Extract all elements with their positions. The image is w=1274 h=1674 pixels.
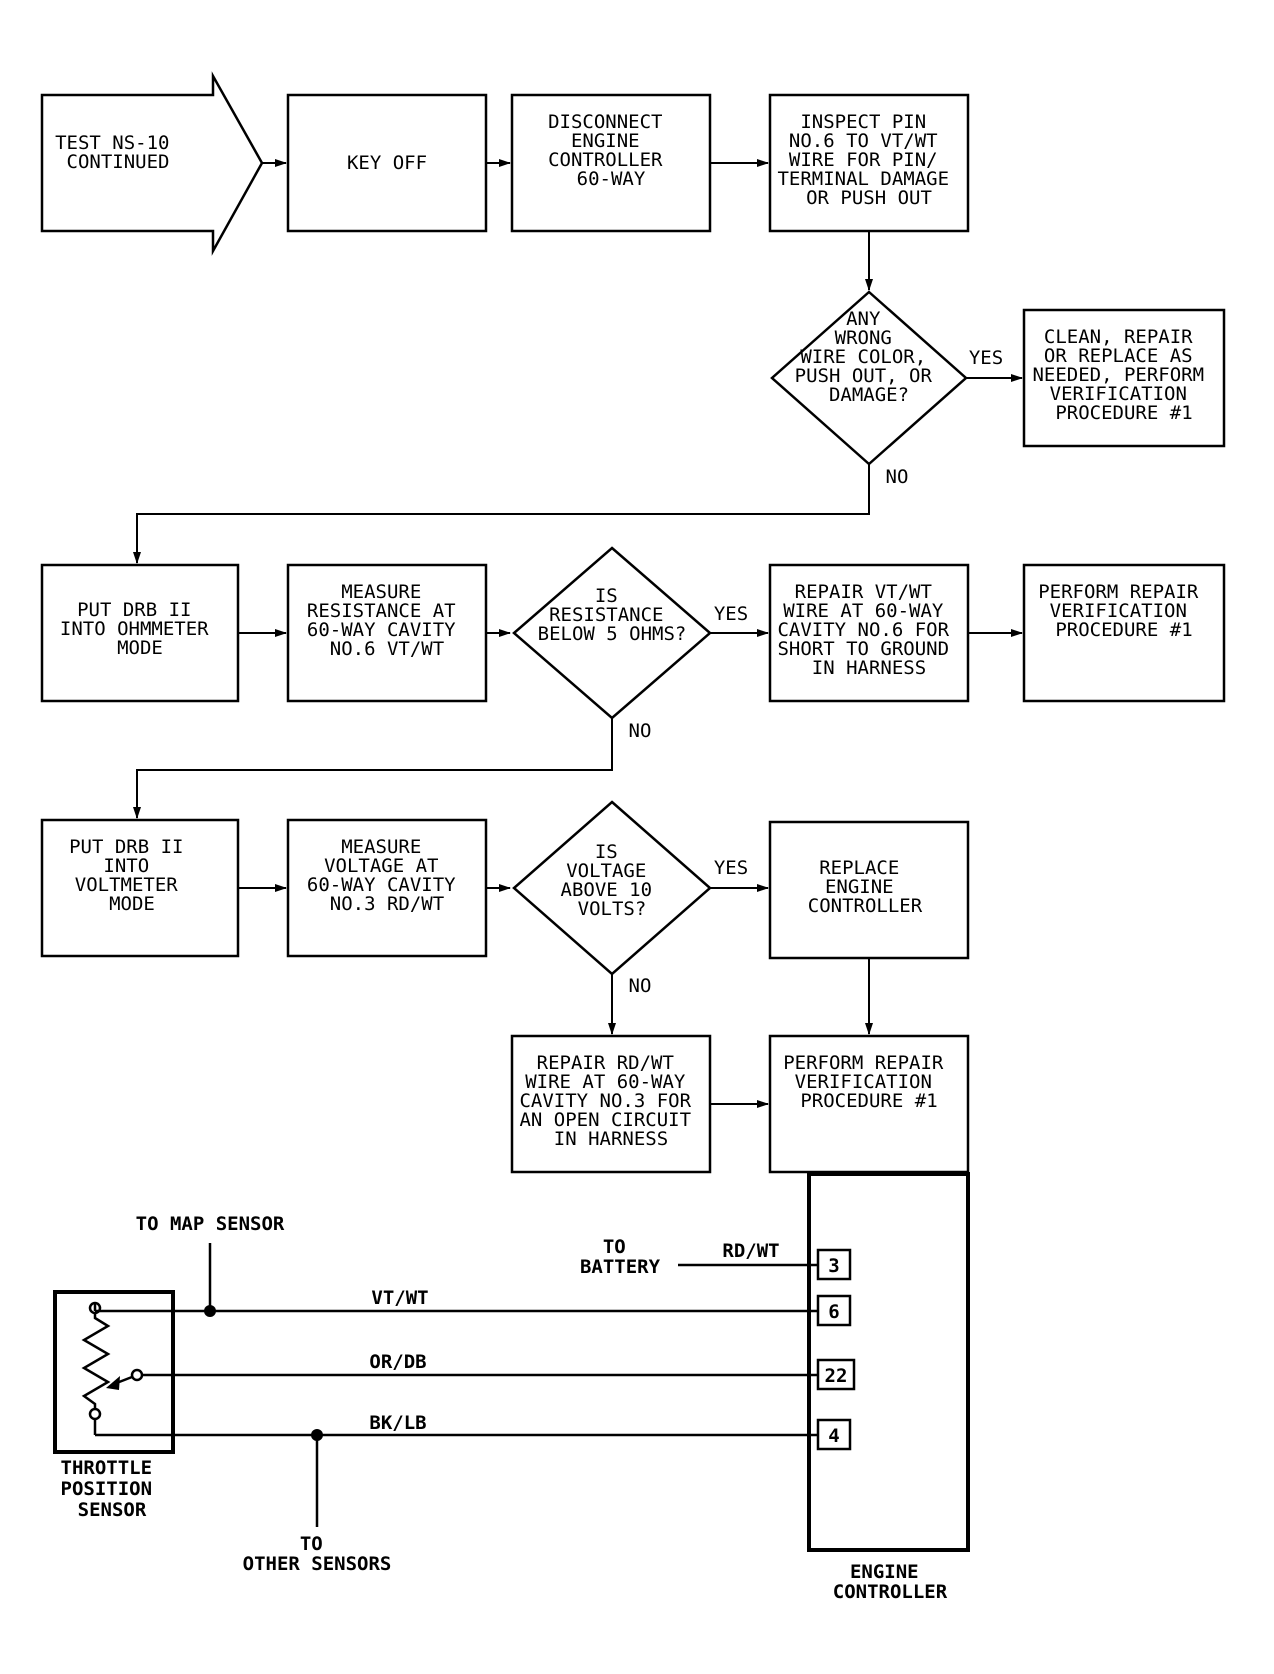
clean-repair-label: CLEAN, REPAIR OR REPLACE AS NEEDED, PERF…	[1032, 326, 1215, 424]
replace-controller-label: REPLACE ENGINE CONTROLLER	[808, 857, 923, 917]
start-arrow-shape	[40, 71, 264, 256]
no-label-2: NO	[629, 720, 652, 742]
perform-repair-1-label: PERFORM REPAIR VERIFICATION PROCEDURE #1	[1038, 581, 1210, 641]
to-map-sensor-label: TO MAP SENSOR	[136, 1213, 285, 1235]
yes-label-3: YES	[714, 857, 748, 879]
to-other-sensors-label: TO OTHER SENSORS	[243, 1533, 392, 1575]
no-label-3: NO	[629, 975, 652, 997]
potentiometer-icon	[81, 1301, 173, 1437]
decision-wrong-wire-label: ANY WRONG WIRE COLOR, PUSH OUT, OR DAMAG…	[795, 308, 944, 406]
wire-color-vtwt: VT/WT	[371, 1287, 428, 1309]
key-off-box	[286, 93, 488, 233]
perform-repair-1-box	[1022, 563, 1226, 703]
perform-repair-2-label: PERFORM REPAIR VERIFICATION PROCEDURE #1	[783, 1052, 955, 1112]
put-drb-volt-box	[40, 818, 240, 958]
measure-resistance-label: MEASURE RESISTANCE AT 60-WAY CAVITY NO.6…	[307, 581, 467, 660]
decision-voltage-label: IS VOLTAGE ABOVE 10 VOLTS?	[561, 841, 664, 920]
pin-6-label: 6	[828, 1301, 839, 1323]
pin-22-box	[816, 1358, 856, 1391]
throttle-sensor-box	[53, 1290, 175, 1454]
repair-rdwt-label: REPAIR RD/WT WIRE AT 60-WAY CAVITY NO.3 …	[519, 1052, 702, 1150]
pin-3-label: 3	[828, 1255, 839, 1277]
key-off-label: KEY OFF	[347, 152, 427, 174]
inspect-pin-box	[768, 93, 970, 233]
disconnect-label: DISCONNECT ENGINE CONTROLLER 60-WAY	[548, 111, 674, 190]
wire-color-bklb: BK/LB	[369, 1412, 426, 1434]
engine-controller-label: ENGINE CONTROLLER	[833, 1561, 948, 1603]
flowchart: TEST NS-10 CONTINUED KEY OFF DISCONNECT …	[40, 71, 1226, 1174]
repair-vtwt-box	[768, 563, 970, 703]
put-drb-ohm-label: PUT DRB II INTO OHMMETER MODE	[60, 599, 220, 659]
put-drb-ohm-box	[40, 563, 240, 703]
pin-4-label: 4	[828, 1425, 839, 1447]
pin-4-box	[816, 1418, 852, 1451]
start-label: TEST NS-10 CONTINUED	[55, 132, 181, 173]
other-sensors-junction-dot	[311, 1429, 323, 1441]
map-junction-dot	[204, 1305, 216, 1317]
put-drb-volt-label: PUT DRB II INTO VOLTMETER MODE	[69, 836, 195, 915]
repair-rdwt-box	[510, 1034, 712, 1174]
wire-color-ordb: OR/DB	[369, 1351, 426, 1373]
disconnect-box	[510, 93, 712, 233]
pin-6-box	[816, 1294, 852, 1327]
pin-22-label: 22	[825, 1365, 848, 1387]
wiring-diagram: ENGINE CONTROLLER THROTTLE POSITION SENS…	[53, 1172, 970, 1603]
to-battery-label: TO BATTERY	[580, 1236, 661, 1278]
repair-vtwt-label: REPAIR VT/WT WIRE AT 60-WAY CAVITY NO.6 …	[777, 581, 960, 679]
no-label-1: NO	[886, 466, 909, 488]
perform-repair-2-box	[768, 1034, 970, 1174]
wire-color-rdwt: RD/WT	[722, 1240, 779, 1262]
pin-3-box	[816, 1248, 852, 1281]
inspect-pin-label: INSPECT PIN NO.6 TO VT/WT WIRE FOR PIN/ …	[777, 111, 960, 209]
yes-label-1: YES	[969, 347, 1003, 369]
measure-voltage-label: MEASURE VOLTAGE AT 60-WAY CAVITY NO.3 RD…	[307, 836, 467, 915]
throttle-sensor-label: THROTTLE POSITION SENSOR	[61, 1457, 164, 1521]
clean-repair-box	[1022, 308, 1226, 448]
decision-resistance-label: IS RESISTANCE BELOW 5 OHMS?	[538, 585, 687, 645]
yes-label-2: YES	[714, 603, 748, 625]
measure-voltage-box	[286, 818, 488, 958]
